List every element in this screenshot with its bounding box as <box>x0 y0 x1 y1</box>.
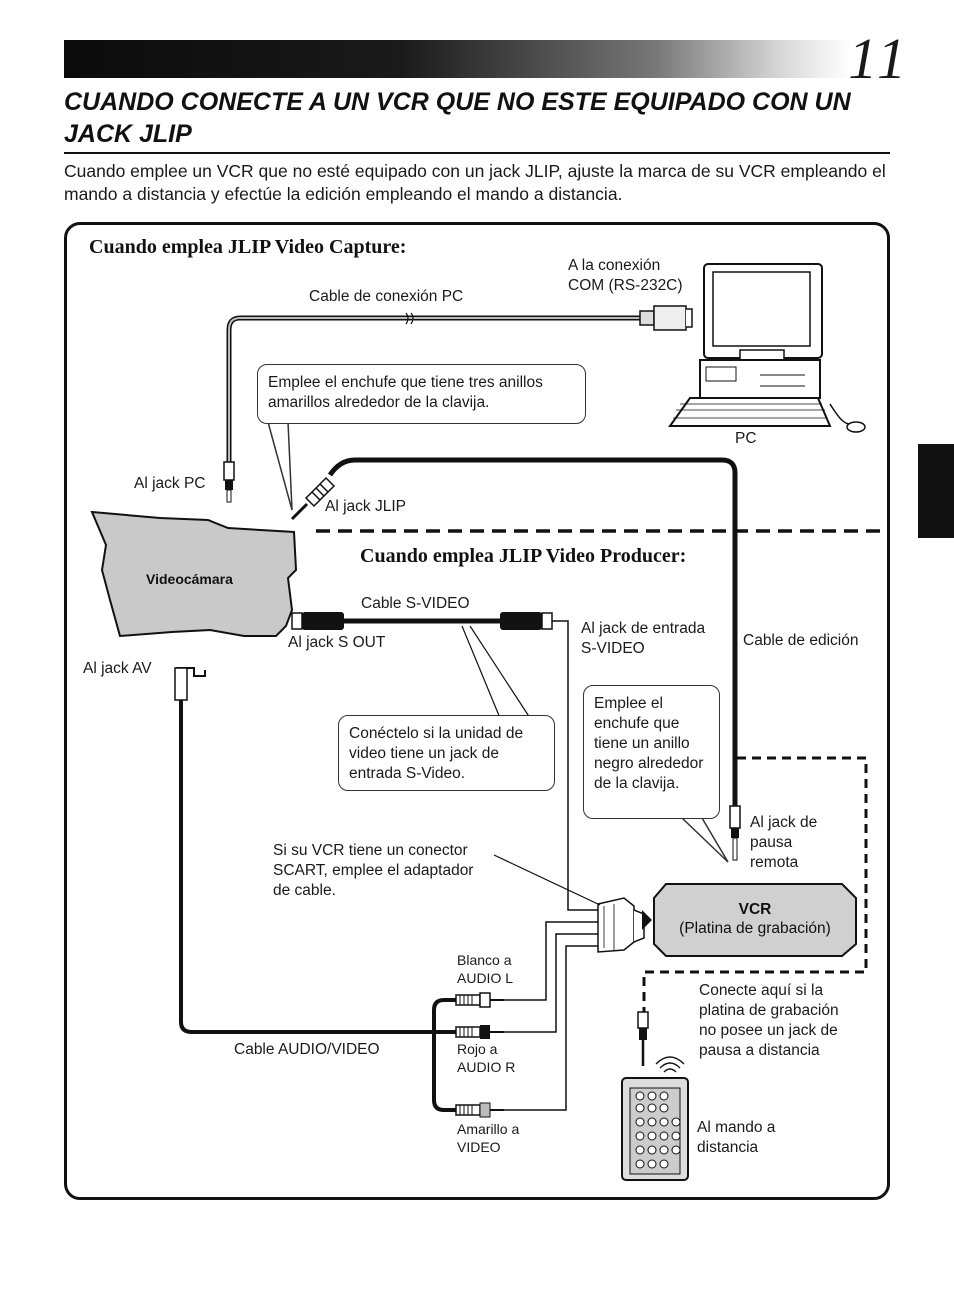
av-plug <box>174 667 206 701</box>
rca-plug-yellow <box>455 1102 504 1118</box>
jlip-plug <box>290 476 336 521</box>
remote-control-icon <box>621 1056 689 1181</box>
pc-jack-plug <box>223 461 235 503</box>
jack-sout-label: Al jack S OUT <box>288 634 386 651</box>
jack-jlip-label: Al jack JLIP <box>325 498 406 515</box>
com-port-label: A la conexión COM (RS-232C) <box>568 257 683 294</box>
white-audio-label: Blanco a AUDIO L <box>457 952 514 986</box>
svideo-in-label: Al jack de entrada S-VIDEO <box>581 620 706 657</box>
header-bar <box>64 40 909 78</box>
yellow-video-label: Amarillo a VIDEO <box>457 1121 520 1155</box>
page-title: CUANDO CONECTE A UN VCR QUE NO ESTE EQUI… <box>64 86 890 154</box>
av-cable-label: Cable AUDIO/VIDEO <box>234 1041 380 1058</box>
camcorder-body <box>90 510 298 638</box>
svideo-plug-right <box>500 612 553 630</box>
rca-plug-white <box>455 992 504 1008</box>
rca-plug-red <box>455 1025 504 1039</box>
section-capture: Cuando emplea JLIP Video Capture: <box>89 236 407 258</box>
vcr-subtitle: (Platina de grabación) <box>679 920 831 937</box>
vcr-icon <box>653 883 857 957</box>
remote-pause-plug <box>729 805 741 861</box>
remote-label: Al mando a distancia <box>697 1119 776 1156</box>
vcr-label: VCR (Platina de grabación) <box>655 884 855 956</box>
camcorder-label: Videocámara <box>146 571 233 587</box>
page-number: 11 <box>848 26 910 91</box>
pc-label: PC <box>735 430 757 447</box>
callout-svideo-note: Conéctelo si la unidad de video tiene un… <box>338 715 555 791</box>
com-plug <box>639 310 655 326</box>
callout-black-ring: Emplee el enchufe que tiene un anillo ne… <box>583 685 720 819</box>
vcr-title: VCR <box>738 901 772 918</box>
remote-pause-label: Al jack de pausa remota <box>750 814 818 871</box>
svideo-cable-label: Cable S-VIDEO <box>361 595 470 612</box>
jack-pc-label: Al jack PC <box>134 475 206 492</box>
pc-icon <box>668 263 866 433</box>
connect-here-note: Conecte aquí si la platina de grabación … <box>699 982 839 1059</box>
red-audio-label: Rojo a AUDIO R <box>457 1041 516 1075</box>
jack-av-label: Al jack AV <box>83 660 152 677</box>
svideo-plug-left <box>291 612 344 630</box>
scart-adapter-icon <box>597 897 645 953</box>
scart-note: Si su VCR tiene un conector SCART, emple… <box>273 842 474 899</box>
remote-plug <box>637 1011 649 1066</box>
section-producer: Cuando emplea JLIP Video Producer: <box>360 545 687 567</box>
intro-paragraph: Cuando emplee un VCR que no esté equipad… <box>64 161 886 204</box>
connection-diagram-frame <box>64 222 890 1200</box>
edit-cable-label: Cable de edición <box>743 632 859 649</box>
section-tab <box>918 444 954 538</box>
pc-cable-label: Cable de conexión PC <box>309 288 464 305</box>
callout-three-rings: Emplee el enchufe que tiene tres anillos… <box>257 364 586 424</box>
